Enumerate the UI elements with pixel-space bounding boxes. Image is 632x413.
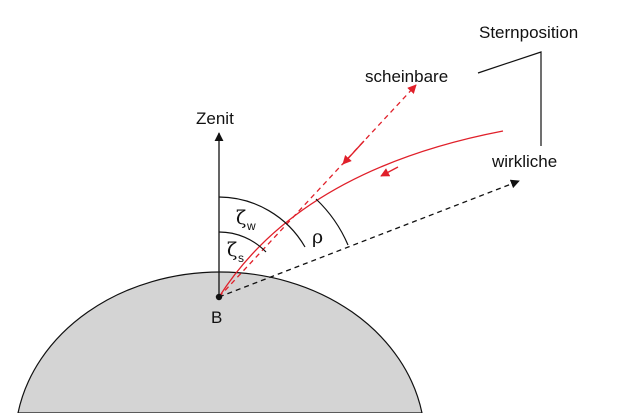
earth-surface [17, 271, 423, 413]
zeta-true-arc [218, 196, 306, 248]
zeta-apparent-symbol: ζ [227, 239, 237, 261]
apparent-direction-line [218, 84, 417, 298]
refraction-symbol: ρ [312, 226, 323, 248]
star-position-label: Sternposition [479, 23, 578, 42]
zeta-true-symbol: ζ [236, 207, 246, 229]
apparent-line-inward-arrow [342, 140, 365, 165]
apparent-label: scheinbare [365, 67, 448, 86]
zeta-true-subscript: w [246, 219, 256, 233]
light-path-arrow [380, 166, 399, 177]
observer-label: B [211, 308, 222, 327]
true-direction-line [218, 179, 520, 298]
observer-point [215, 293, 223, 301]
true-label: wirkliche [491, 152, 557, 171]
zeta-apparent-arc [218, 231, 267, 253]
refracted-light-path [218, 130, 504, 298]
refraction-angle-arc [315, 198, 349, 246]
star-position-leader-lines [477, 51, 542, 146]
zeta-apparent-subscript: s [238, 251, 244, 265]
zenith-label: Zenit [196, 109, 234, 128]
